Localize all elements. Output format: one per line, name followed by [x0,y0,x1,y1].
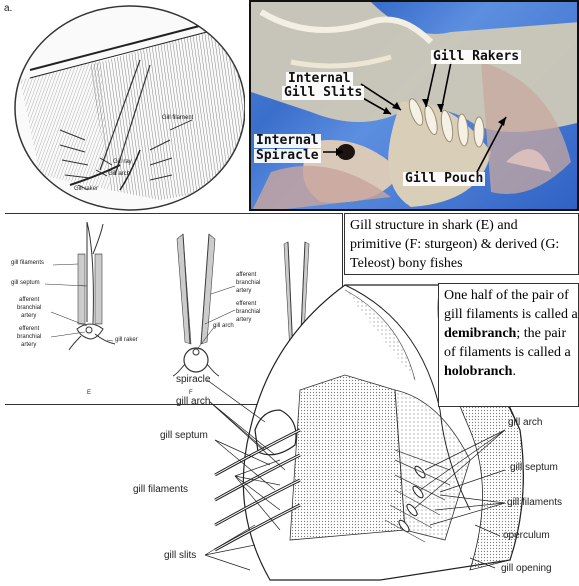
label-afferent-f-3: artery [236,288,252,294]
gill-magnified-illustration [14,5,245,211]
shark-gill-photo: Internal Gill Slits Gill Rakers Internal… [249,0,579,211]
label-spiracle: spiracle [176,374,211,385]
label-gill-filaments-right: gill filaments [507,497,563,508]
caption-gill-structure: Gill structure in shark (E) and primitiv… [344,213,579,275]
label-afferent-e-1: afferent [19,297,40,303]
panel-a: a. [0,0,245,212]
letter-e: E [87,390,92,396]
section-e [68,221,116,351]
label-gill-septum-left: gill septum [160,430,208,441]
caption2-line-1: One half of the pair of [444,288,569,303]
label-efferent-e-3: artery [21,342,37,348]
label-internal-gill-slits-1: Internal [286,71,353,86]
photo-tissue [251,2,577,209]
label-efferent-f-3: artery [236,317,252,323]
label-gill-filament-a: Gill filament [162,115,194,121]
label-gill-opening: gill opening [501,563,552,574]
label-gill-rakers: Gill Rakers [431,49,522,64]
label-gill-arch-right: gill arch [508,417,543,428]
caption-demibranch: One half of the pair of gill filaments i… [438,283,579,407]
label-internal-gill-slits-2: Gill Slits [282,85,365,100]
label-operculum: operculum [503,530,550,541]
label-gill-septum-e: gill septum [11,280,40,286]
label-gill-slits-left: gill slits [164,550,197,561]
label-gill-arch-left: gill arch [176,396,211,407]
label-gill-raker-a: Gill raker [74,186,99,192]
label-efferent-e-1: efferent [19,326,40,332]
label-internal-spiracle-2: Spiracle [254,148,321,163]
label-gill-filaments-left: gill filaments [133,484,189,495]
label-internal-spiracle-1: Internal [254,133,321,148]
caption2-line-5: holobranch. [444,363,516,381]
label-gill-raker-e: gill raker [115,337,138,343]
caption2-line-5-rest: . [512,364,516,379]
label-afferent-e-2: branchial [17,305,42,311]
term-holobranch: holobranch [444,364,513,379]
caption-line-1: Gill structure in shark (E) and [350,218,518,233]
section-f [172,233,220,377]
caption2-line-4: of filaments is called a [444,345,571,360]
term-demibranch: demibranch [444,326,517,341]
label-efferent-f-2: branchial [236,309,261,315]
caption-line-2: primitive (F: sturgeon) & derived (G: [350,237,560,252]
label-gill-septum-right: gill septum [510,462,558,473]
caption2-line-3-rest: ; the pair [516,326,567,341]
label-gill-ray-a: Gill ray [113,159,132,165]
label-afferent-e-3: artery [21,313,37,319]
label-afferent-f-1: afferent [236,272,257,278]
label-efferent-e-2: branchial [17,334,42,340]
label-gill-arch-a: Gill arch [108,171,131,177]
label-gill-filaments-e: gill filaments [11,260,45,266]
caption2-line-2: gill filaments is called a [444,307,578,322]
caption-line-3: Teleost) bony fishes [350,256,463,271]
letter-f: F [189,390,193,396]
panel-a-letter: a. [4,3,13,14]
label-efferent-f-1: efferent [236,301,257,307]
label-gill-pouch: Gill Pouch [403,171,486,186]
caption2-line-3: demibranch; the pair [444,325,566,343]
label-gill-arch-efg: gill arch [213,323,234,329]
label-afferent-f-2: branchial [236,280,261,286]
